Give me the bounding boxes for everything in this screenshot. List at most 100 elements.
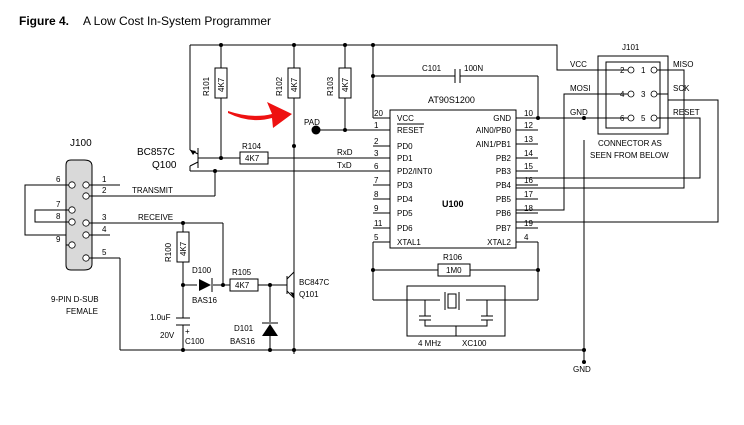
mcu-pin-name: PB3 xyxy=(496,167,512,176)
c100-ref: C100 xyxy=(185,337,205,346)
resistor-r106: R106 1M0 xyxy=(437,253,471,277)
mcu-pin-num: 5 xyxy=(374,233,379,242)
j101-left-label: GND xyxy=(570,108,588,117)
figure-number: Figure 4. xyxy=(19,14,69,28)
q101-part: BC847C xyxy=(299,278,329,287)
mcu-pin-num: 4 xyxy=(524,233,529,242)
mcu-pin-name: PD6 xyxy=(397,224,413,233)
mcu-pin-num: 15 xyxy=(524,162,533,171)
wires xyxy=(24,44,719,362)
r104-value: 4K7 xyxy=(245,154,260,163)
mcu-pin-num: 18 xyxy=(524,204,533,213)
j101-pin xyxy=(650,114,658,122)
j101-pin xyxy=(650,66,658,74)
resistor-r104: R104 4K7 xyxy=(239,142,269,165)
crystal-ref: XC100 xyxy=(462,339,487,348)
mcu-pin-num: 9 xyxy=(374,204,379,213)
j101-pin xyxy=(627,114,635,122)
net-gnd: GND xyxy=(573,365,591,374)
mcu-pin-name: PD4 xyxy=(397,195,413,204)
dsub-pin-num: 9 xyxy=(56,235,61,244)
mcu-pin-num: 14 xyxy=(524,149,533,158)
mcu-pin-name: PB4 xyxy=(496,181,512,190)
net-rxd: RxD xyxy=(337,148,353,157)
j101-pin xyxy=(627,66,635,74)
mcu-ref: U100 xyxy=(442,199,464,209)
r106-ref: R106 xyxy=(443,253,463,262)
j101-right-label: SCK xyxy=(673,84,690,93)
mcu-pin-name: XTAL1 xyxy=(397,238,421,247)
mcu-pin-name: AIN0/PB0 xyxy=(476,126,512,135)
r101-value: 4K7 xyxy=(217,77,226,92)
r101-ref: R101 xyxy=(202,76,211,96)
mcu-pin-name: RESET xyxy=(397,126,424,135)
mcu-pin-name: PD5 xyxy=(397,209,413,218)
dsub-pin xyxy=(68,206,76,214)
mcu-u100: AT90S1200 U100 20VCC1RESET2PD03PD16PD2/I… xyxy=(373,95,538,249)
dsub-pin-num: 6 xyxy=(56,175,61,184)
mcu-pin-name: XTAL2 xyxy=(487,238,511,247)
dsub-pin xyxy=(68,218,76,226)
dsub-pin xyxy=(82,219,90,227)
mcu-pin-name: PD2/INT0 xyxy=(397,167,433,176)
c100-value: 1.0uF xyxy=(150,313,171,322)
d101-part: BAS16 xyxy=(230,337,255,346)
r104-ref: R104 xyxy=(242,142,262,151)
mcu-pin-name: PB6 xyxy=(496,209,512,218)
j101-caption-1: CONNECTOR AS xyxy=(598,139,662,148)
j101-pin xyxy=(627,90,635,98)
r105-ref: R105 xyxy=(232,268,252,277)
crystal-freq: 4 MHz xyxy=(418,339,441,348)
dsub-pin-num: 5 xyxy=(102,248,107,257)
dsub-ref: J100 xyxy=(70,138,92,149)
j101-right-label: MISO xyxy=(673,60,693,69)
mcu-pin-name: PD3 xyxy=(397,181,413,190)
c101-value: 100N xyxy=(464,64,483,73)
transistor-q100: BC857C Q100 xyxy=(137,147,199,171)
r102-value: 4K7 xyxy=(290,77,299,92)
dsub-pin-num: 8 xyxy=(56,212,61,221)
dsub-pin-num: 1 xyxy=(102,175,107,184)
dsub-pin-num: 2 xyxy=(102,186,107,195)
net-txd: TxD xyxy=(337,161,352,170)
j101-right-label: RESET xyxy=(673,108,700,117)
pad-dot xyxy=(311,125,321,135)
q101-ref: Q101 xyxy=(299,290,319,299)
mcu-pin-num: 12 xyxy=(524,121,533,130)
mcu-pin-num: 19 xyxy=(524,219,533,228)
dsub-pin xyxy=(68,181,76,189)
r100-value: 4K7 xyxy=(179,241,188,256)
resistor-r100: R100 4K7 xyxy=(164,231,190,263)
c100-voltage: 20V xyxy=(160,331,175,340)
j101-caption-2: SEEN FROM BELOW xyxy=(590,151,669,160)
mcu-pin-name: PB2 xyxy=(496,154,512,163)
mcu-pin-name: PB5 xyxy=(496,195,512,204)
j101-pin-num: 3 xyxy=(641,90,646,99)
r100-ref: R100 xyxy=(164,242,173,262)
c101-ref: C101 xyxy=(422,64,442,73)
capacitor-c101: C101 100N xyxy=(422,64,483,83)
r103-value: 4K7 xyxy=(341,77,350,92)
mcu-pin-name: AIN1/PB1 xyxy=(476,140,512,149)
mcu-pin-num: 1 xyxy=(374,121,379,130)
j101-pin xyxy=(650,90,658,98)
mcu-pin-num: 13 xyxy=(524,135,533,144)
dsub-pin-num: 7 xyxy=(56,200,61,209)
j101-ref: J101 xyxy=(622,43,640,52)
mcu-pin-num: 10 xyxy=(524,109,533,118)
r106-value: 1M0 xyxy=(446,266,462,275)
mcu-pin-num: 2 xyxy=(374,137,379,146)
c100-polarity: + xyxy=(185,327,190,336)
net-pad: PAD xyxy=(304,118,320,127)
resistor-r101: R101 4K7 xyxy=(202,67,228,99)
annotation-arrow-icon xyxy=(228,102,292,128)
capacitor-c100: 1.0uF 20V + C100 xyxy=(150,313,205,346)
dsub-caption-1: 9-PIN D-SUB xyxy=(51,295,99,304)
mcu-pin-num: 16 xyxy=(524,176,533,185)
dsub-caption-2: FEMALE xyxy=(66,307,98,316)
q100-ref: Q100 xyxy=(152,160,177,171)
mcu-pin-num: 17 xyxy=(524,190,533,199)
diode-d101: D101 BAS16 xyxy=(230,322,278,346)
